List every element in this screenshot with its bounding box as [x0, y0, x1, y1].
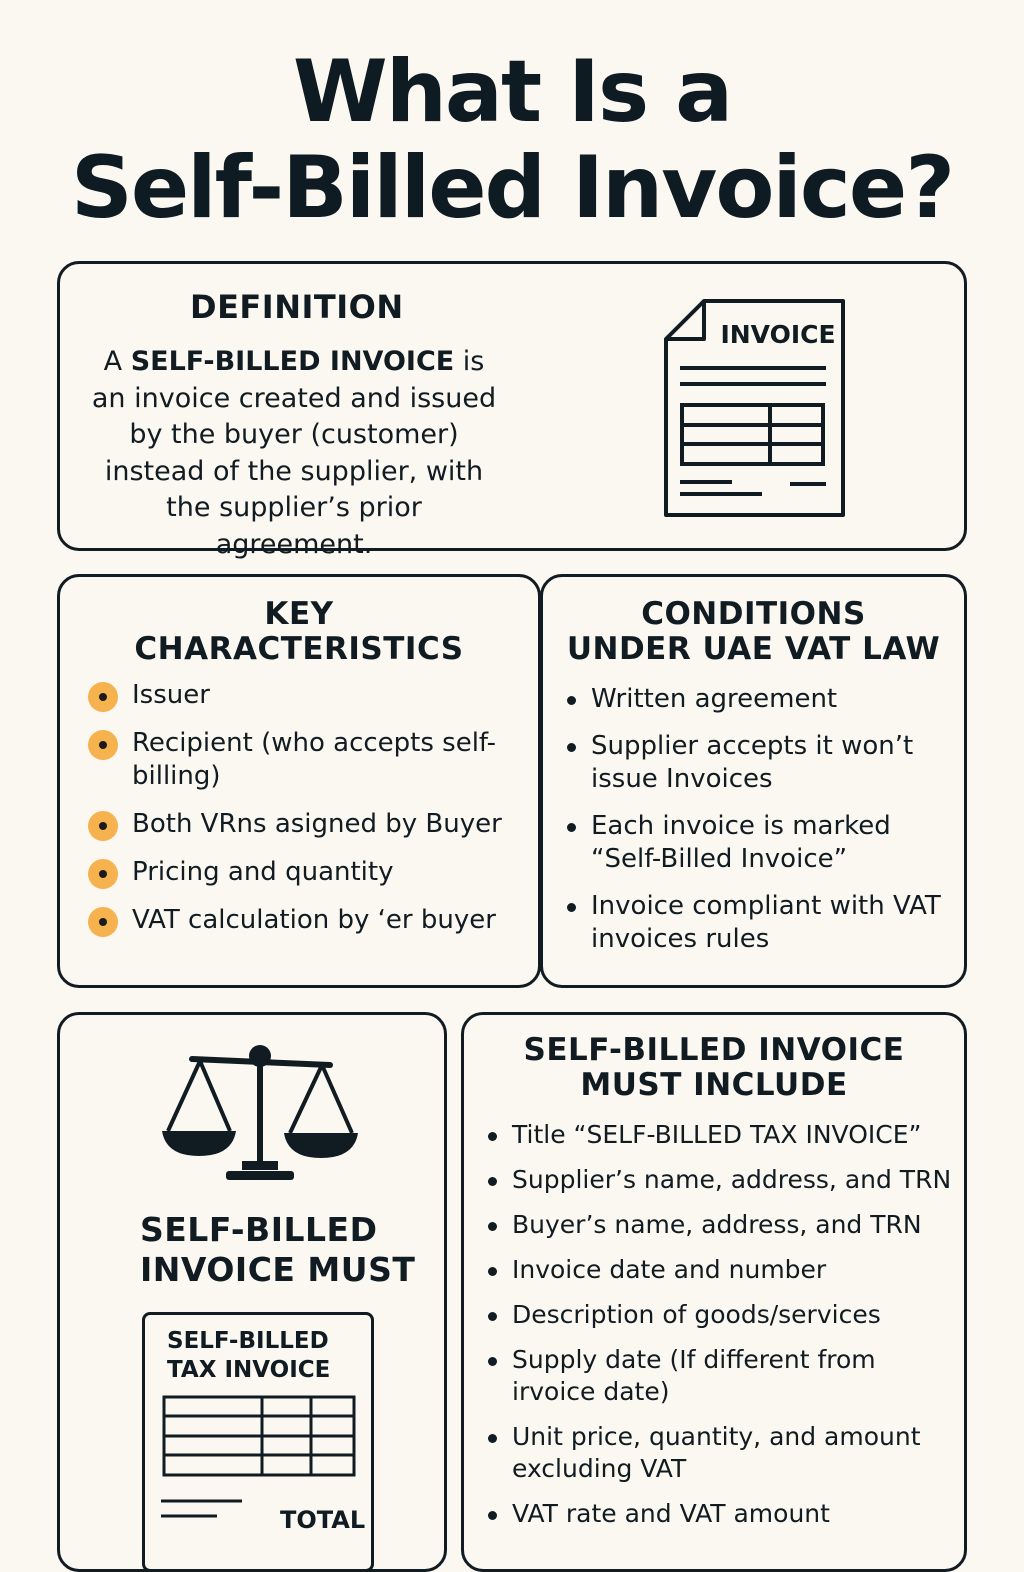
page-title-line-2: Self-Billed Invoice? — [70, 138, 955, 238]
mini-invoice-title: SELF-BILLED TAX INVOICE — [167, 1327, 330, 1385]
key-characteristics-card: KEY CHARACTERISTICS Issuer Recipient (wh… — [57, 574, 541, 988]
mini-invoice-title-line-2: TAX INVOICE — [167, 1357, 331, 1383]
key-characteristics-heading-line-2: CHARACTERISTICS — [134, 631, 464, 667]
definition-text-bold: SELF-BILLED INVOICE — [130, 346, 455, 377]
list-item-text: Issuer — [132, 680, 210, 710]
list-item: Title “SELF-BILLED TAX INVOICE” — [486, 1119, 956, 1151]
list-item-text: Recipient (who accepts self-billing) — [132, 728, 497, 791]
page-title: What Is a Self-Billed Invoice? — [0, 44, 1024, 236]
self-billed-invoice-must-card: SELF-BILLED INVOICE MUST SELF-BILLED TAX… — [57, 1012, 447, 1572]
balance-scale-icon — [162, 1045, 358, 1180]
must-heading-line-1: SELF-BILLED — [140, 1210, 378, 1249]
list-item: Written agreement — [565, 683, 955, 716]
invoice-document-icon: INVOICE — [664, 299, 845, 517]
list-item: Invoice date and number — [486, 1254, 956, 1286]
must-include-heading-line-2: MUST INCLUDE — [580, 1067, 848, 1103]
orange-bullet-icon — [88, 811, 118, 841]
list-item: Buyer’s name, address, and TRN — [486, 1209, 956, 1241]
conditions-card: CONDITIONS UNDER UAE VAT LAW Written agr… — [540, 574, 967, 988]
conditions-heading-line-1: CONDITIONS — [641, 596, 866, 632]
must-include-list: Title “SELF-BILLED TAX INVOICE” Supplier… — [486, 1119, 956, 1543]
key-characteristics-list: Issuer Recipient (who accepts self-billi… — [88, 679, 528, 952]
definition-text: A SELF-BILLED INVOICE is an invoice crea… — [84, 344, 504, 563]
invoice-icon-label: INVOICE — [720, 320, 835, 349]
must-include-heading: SELF-BILLED INVOICE MUST INCLUDE — [464, 1033, 964, 1103]
orange-bullet-icon — [88, 682, 118, 712]
list-item-text: Both VRns asigned by Buyer — [132, 809, 502, 839]
list-item: Recipient (who accepts self-billing) — [88, 727, 528, 793]
must-include-heading-line-1: SELF-BILLED INVOICE — [523, 1032, 905, 1068]
orange-bullet-icon — [88, 730, 118, 760]
list-item: Supplier’s name, address, and TRN — [486, 1164, 956, 1196]
definition-card: DEFINITION A SELF-BILLED INVOICE is an i… — [57, 261, 967, 560]
conditions-heading: CONDITIONS UNDER UAE VAT LAW — [543, 597, 964, 667]
list-item: Each invoice is marked “Self-Billed Invo… — [565, 810, 955, 876]
self-billed-tax-invoice-illustration: SELF-BILLED TAX INVOICE TOTAL — [142, 1312, 374, 1572]
list-item: Unit price, quantity, and amount excludi… — [486, 1421, 956, 1485]
key-characteristics-heading: KEY CHARACTERISTICS — [60, 597, 538, 667]
list-item: Supplier accepts it won’t issue Invoices — [565, 730, 955, 796]
orange-bullet-icon — [88, 907, 118, 937]
list-item: Description of goods/services — [486, 1299, 956, 1331]
list-item: Pricing and quantity — [88, 856, 528, 889]
page-title-line-1: What Is a — [292, 42, 733, 142]
mini-invoice-title-line-1: SELF-BILLED — [167, 1328, 329, 1354]
list-item: Invoice compliant with VAT invoices rule… — [565, 890, 955, 956]
list-item-text: VAT calculation by ‘er buyer — [132, 905, 496, 935]
conditions-heading-line-2: UNDER UAE VAT LAW — [566, 631, 941, 667]
must-heading-line-2: INVOICE MUST — [140, 1250, 416, 1289]
definition-text-prefix: A — [103, 346, 131, 377]
list-item-text: Pricing and quantity — [132, 857, 394, 887]
invoice-table-icon — [161, 1395, 356, 1518]
mini-invoice-total-label: TOTAL — [280, 1506, 366, 1534]
list-item: VAT rate and VAT amount — [486, 1498, 956, 1530]
definition-text-suffix: is an invoice created and issued by the … — [91, 346, 497, 560]
conditions-list: Written agreement Supplier accepts it wo… — [565, 683, 955, 970]
key-characteristics-heading-line-1: KEY — [264, 596, 334, 632]
list-item: VAT calculation by ‘er buyer — [88, 904, 528, 937]
orange-bullet-icon — [88, 859, 118, 889]
list-item: Issuer — [88, 679, 528, 712]
list-item: Both VRns asigned by Buyer — [88, 808, 528, 841]
must-include-card: SELF-BILLED INVOICE MUST INCLUDE Title “… — [461, 1012, 967, 1572]
definition-heading: DEFINITION — [190, 288, 404, 326]
list-item: Supply date (If different from irvoice d… — [486, 1344, 956, 1408]
self-billed-invoice-must-heading: SELF-BILLED INVOICE MUST — [140, 1210, 415, 1290]
